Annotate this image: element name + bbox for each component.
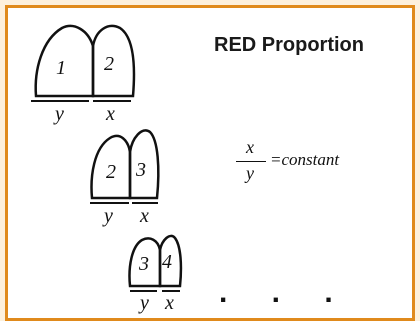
segment-label: x bbox=[139, 205, 149, 227]
segment-shape-small bbox=[128, 129, 160, 200]
segment-number: 1 bbox=[56, 57, 66, 79]
equation-denominator: y bbox=[246, 163, 254, 183]
stage-2: 2 3 y x bbox=[90, 129, 160, 227]
fraction-bar bbox=[236, 161, 266, 162]
segment-label: x bbox=[105, 103, 115, 125]
equation-rhs: =constant bbox=[270, 150, 340, 169]
segment-number: 2 bbox=[106, 161, 116, 183]
segment-shape-small bbox=[91, 24, 136, 98]
segment-label: x bbox=[164, 292, 174, 314]
segment-number: 2 bbox=[104, 53, 114, 75]
segment-number: 3 bbox=[135, 159, 146, 181]
equation-numerator: x bbox=[246, 137, 254, 157]
segment-number: 4 bbox=[162, 251, 172, 273]
continuation-ellipsis: . . . bbox=[219, 276, 351, 309]
stage-3: 3 4 y x bbox=[128, 234, 183, 314]
segment-shape-small bbox=[158, 234, 183, 288]
segment-number: 3 bbox=[138, 253, 149, 275]
segment-label: y bbox=[138, 292, 149, 314]
stage-1: 1 2 y x bbox=[31, 24, 136, 125]
diagram-frame bbox=[5, 5, 415, 321]
segment-shape-large bbox=[90, 134, 132, 200]
segment-label: y bbox=[102, 205, 113, 227]
segment-shape-large bbox=[34, 24, 95, 98]
diagram-title: RED Proportion bbox=[214, 34, 364, 56]
ratio-equation: x y =constant bbox=[232, 137, 392, 187]
segment-label: y bbox=[53, 103, 64, 125]
